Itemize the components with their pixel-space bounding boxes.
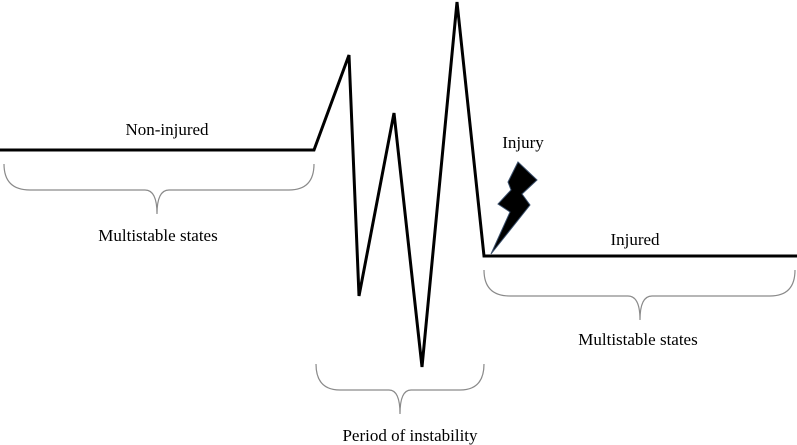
label-injured: Injured <box>610 230 660 249</box>
label-period-of-instability: Period of instability <box>342 426 478 445</box>
label-injury: Injury <box>502 133 544 152</box>
brace-right-multistable <box>483 269 796 321</box>
label-multistable-left: Multistable states <box>98 226 217 245</box>
lightning-bolt-icon <box>490 161 538 255</box>
label-non-injured: Non-injured <box>125 120 209 139</box>
brace-instability <box>315 363 485 415</box>
state-trace-line <box>0 1 797 368</box>
brace-left-multistable <box>3 163 315 215</box>
label-multistable-right: Multistable states <box>578 330 697 349</box>
